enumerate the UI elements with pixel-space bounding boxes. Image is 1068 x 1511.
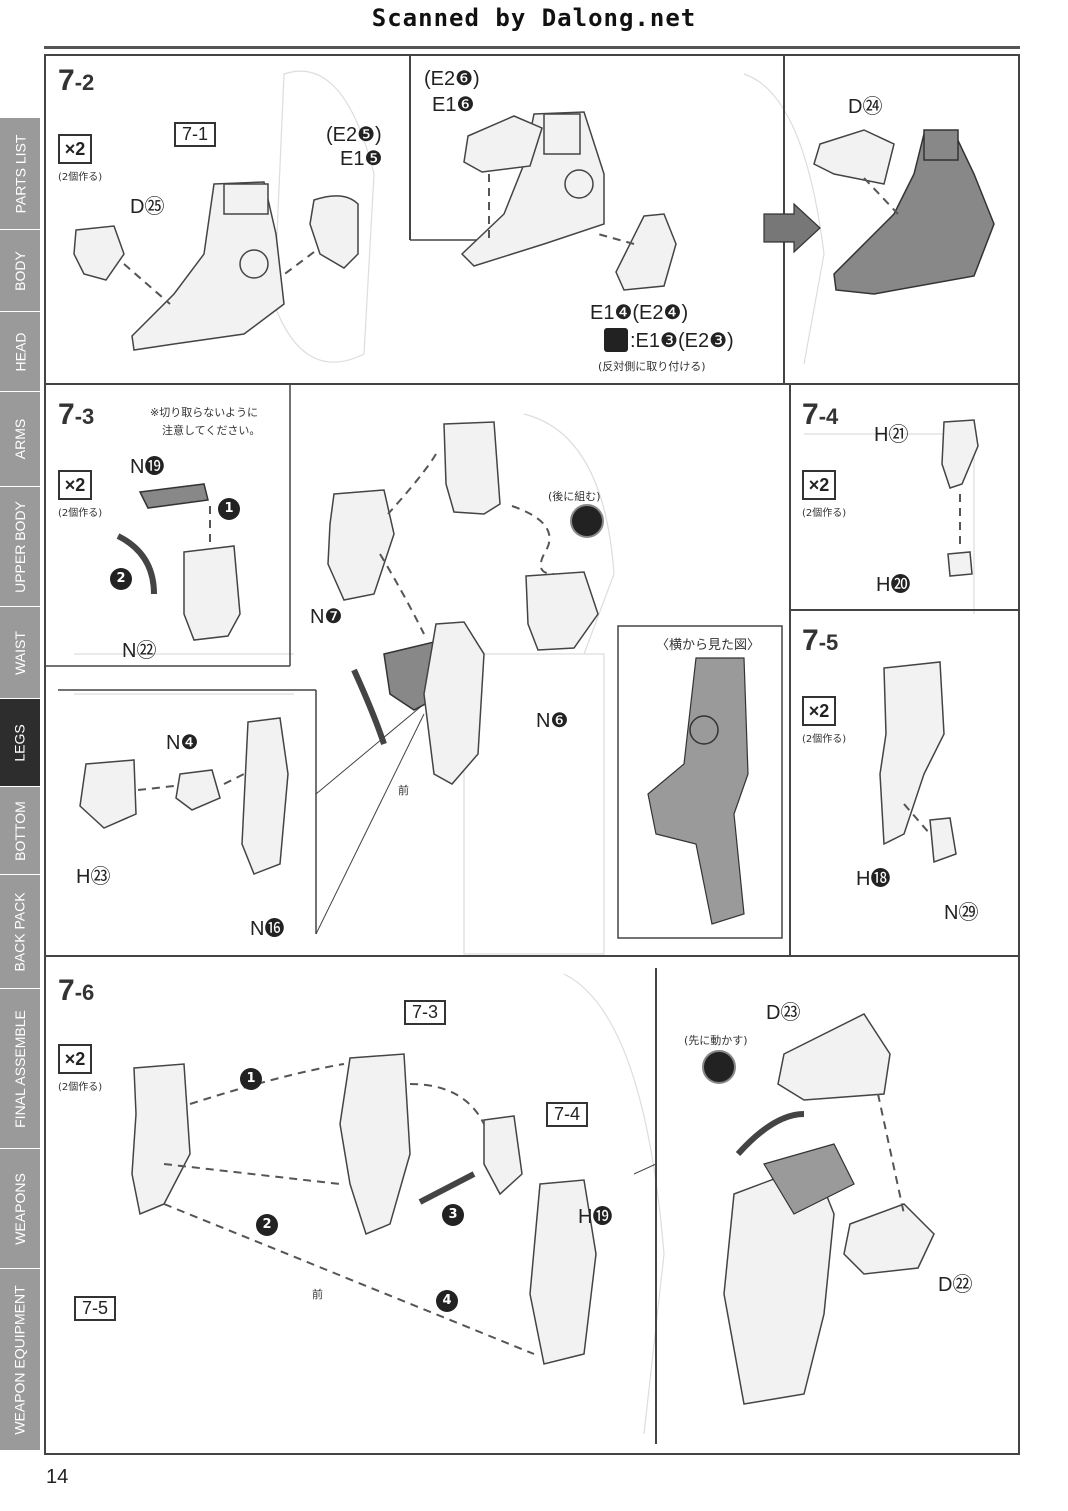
- step-sub-number: -4: [818, 404, 839, 429]
- part-label-n22: N㉒: [122, 640, 157, 662]
- part-label-n7: N❼: [310, 606, 343, 628]
- step-number: 7: [802, 624, 819, 657]
- sequence-number-2: 2: [110, 568, 132, 590]
- part-label-h21: H㉑: [874, 424, 909, 446]
- sequence-number-1: 1: [240, 1068, 262, 1090]
- opposite-side-note: (反対側に取り付ける): [598, 360, 706, 373]
- part-label-n29: N㉙: [944, 902, 979, 924]
- quantity-badge: ×2: [58, 470, 92, 500]
- part-label-h18: H⓲: [856, 868, 891, 890]
- tab-label: BOTTOM: [12, 800, 29, 861]
- tab-label: LEGS: [11, 723, 28, 762]
- quantity-badge: ×2: [58, 1044, 92, 1074]
- part-label-e2-6: (E2❻): [424, 68, 480, 90]
- scan-credit: Scanned by Dalong.net: [371, 4, 697, 32]
- tab-label: WEAPONS: [12, 1172, 29, 1245]
- ref-step-7-4: 7-4: [546, 1102, 589, 1127]
- diagram-canvas: [44, 54, 1020, 1444]
- move-first-note: (先に動かす): [684, 1034, 748, 1047]
- part-label-e1-6: E1❻: [432, 94, 475, 116]
- step-7-3-title: 7-3: [58, 398, 94, 432]
- tab-label: FINAL ASSEMBLE: [12, 1009, 28, 1128]
- step-number: 7: [58, 64, 75, 97]
- step-sub-number: -2: [74, 70, 95, 95]
- ref-step-7-1: 7-1: [174, 122, 217, 147]
- make-two-note: (2個作る): [802, 734, 847, 745]
- step-sub-number: -6: [74, 980, 95, 1005]
- tab-arms[interactable]: ARMS: [0, 392, 40, 487]
- part-label-d22: D㉒: [938, 1274, 973, 1296]
- part-label-h23: H㉓: [76, 866, 111, 888]
- quantity-badge: ×2: [802, 696, 836, 726]
- sequence-number-4: 4: [436, 1290, 458, 1312]
- part-label-n6: N❻: [536, 710, 569, 732]
- step-number: 7: [58, 974, 75, 1007]
- instruction-frame: [44, 54, 1020, 1455]
- tab-label: WEAPON EQUIPMENT: [12, 1284, 29, 1435]
- front-direction-label: 前: [398, 784, 409, 797]
- make-two-note: (2個作る): [58, 172, 103, 183]
- step-7-2-title: 7-2: [58, 64, 94, 98]
- step-7-4-title: 7-4: [802, 398, 838, 432]
- tab-label: PARTS LIST: [12, 134, 28, 213]
- part-label-n19: N⓳: [130, 456, 165, 478]
- tab-final-assemble[interactable]: FINAL ASSEMBLE: [0, 989, 40, 1149]
- tab-weapon-equipment[interactable]: WEAPON EQUIPMENT: [0, 1269, 40, 1451]
- tab-label: HEAD: [12, 332, 28, 371]
- caution-note-line1: ※切り取らないように: [150, 406, 258, 419]
- sequence-number-1: 1: [218, 498, 240, 520]
- ref-step-7-3: 7-3: [404, 1000, 447, 1025]
- part-label-e1-3: :E1❸(E2❸): [630, 330, 734, 352]
- tab-back-pack[interactable]: BACK PACK: [0, 875, 40, 989]
- tab-label: WAIST: [12, 630, 28, 675]
- header-rule: [44, 46, 1020, 49]
- tab-waist[interactable]: WAIST: [0, 607, 40, 699]
- make-two-note: (2個作る): [58, 508, 103, 519]
- tab-weapons[interactable]: WEAPONS: [0, 1149, 40, 1269]
- quantity-badge: ×2: [58, 134, 92, 164]
- tab-legs[interactable]: LEGS: [0, 699, 40, 787]
- part-label-h20: H⓴: [876, 574, 911, 596]
- tab-bottom[interactable]: BOTTOM: [0, 787, 40, 875]
- part-label-d24: D㉔: [848, 96, 883, 118]
- step-number: 7: [58, 398, 75, 431]
- assemble-later-icon: [570, 504, 604, 538]
- step-sub-number: -5: [818, 630, 839, 655]
- step-number: 7: [802, 398, 819, 431]
- page-number: 14: [46, 1466, 69, 1488]
- part-label-e1-5: E1❺: [340, 148, 383, 170]
- caution-note-line2: 注意してください。: [162, 424, 261, 437]
- step-sub-number: -3: [74, 404, 95, 429]
- side-view-caption: 〈横から見た図〉: [656, 638, 761, 653]
- section-tab-bar: PARTS LIST BODY HEAD ARMS UPPER BODY WAI…: [0, 118, 40, 1451]
- part-label-h19: H⓳: [578, 1206, 613, 1228]
- part-label-n4: N❹: [166, 732, 199, 754]
- sequence-number-2: 2: [256, 1214, 278, 1236]
- tab-upper-body[interactable]: UPPER BODY: [0, 487, 40, 607]
- step-7-5-title: 7-5: [802, 624, 838, 658]
- sequence-number-3: 3: [442, 1204, 464, 1226]
- ref-step-7-5: 7-5: [74, 1296, 117, 1321]
- move-first-icon: [702, 1050, 736, 1084]
- assemble-later-note: (後に組む): [548, 490, 601, 503]
- make-two-note: (2個作る): [58, 1082, 103, 1093]
- tab-label: UPPER BODY: [12, 500, 28, 593]
- tab-label: ARMS: [12, 418, 29, 460]
- quantity-badge: ×2: [802, 470, 836, 500]
- part-label-e1-4: E1❹(E2❹): [590, 302, 689, 324]
- part-label-d25: D㉕: [130, 196, 165, 218]
- tab-parts-list[interactable]: PARTS LIST: [0, 118, 40, 230]
- tab-label: BODY: [12, 250, 28, 291]
- tab-head[interactable]: HEAD: [0, 312, 40, 392]
- tab-body[interactable]: BODY: [0, 230, 40, 312]
- make-two-note: (2個作る): [802, 508, 847, 519]
- part-label-e2-5: (E2❺): [326, 124, 382, 146]
- front-direction-label: 前: [312, 1288, 323, 1301]
- opposite-side-icon: [604, 328, 628, 352]
- step-7-6-title: 7-6: [58, 974, 94, 1008]
- part-label-n16: N⓰: [250, 918, 285, 940]
- tab-label: BACK PACK: [12, 891, 29, 972]
- part-label-d23: D㉓: [766, 1002, 801, 1024]
